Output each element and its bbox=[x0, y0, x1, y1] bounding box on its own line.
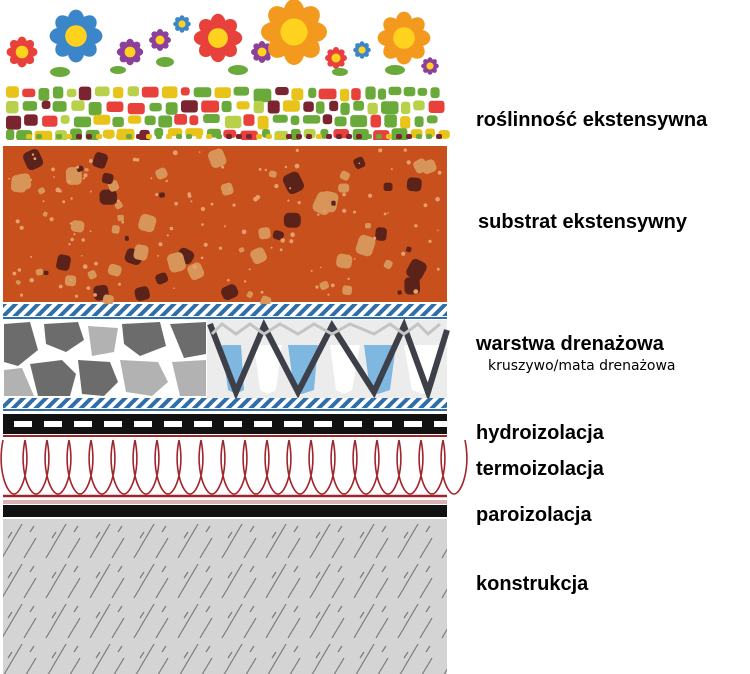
insulation-layer bbox=[0, 438, 468, 498]
membrane-dashes bbox=[14, 421, 452, 427]
flower bbox=[149, 28, 171, 52]
flower bbox=[49, 9, 103, 63]
flower bbox=[353, 41, 371, 59]
vapour-barrier-layer bbox=[3, 500, 447, 517]
flower bbox=[421, 57, 439, 75]
label-vapour-barrier: paroizolacja bbox=[476, 504, 592, 526]
flower bbox=[193, 13, 243, 63]
flower bbox=[6, 36, 38, 68]
gravel-stones bbox=[3, 86, 450, 145]
flower bbox=[173, 15, 191, 33]
drainage-mat bbox=[207, 318, 450, 402]
insulation-loops bbox=[0, 439, 468, 495]
label-waterproofing: hydroizolacja bbox=[476, 422, 604, 444]
structure-layer bbox=[3, 519, 447, 674]
label-drainage: warstwa drenażowa bbox=[476, 333, 664, 355]
drainage-gravel bbox=[3, 320, 207, 398]
leaves bbox=[50, 57, 405, 77]
vegetation-layer bbox=[3, 0, 450, 145]
flower bbox=[116, 38, 144, 66]
substrate-layer bbox=[3, 146, 447, 308]
drainage-layer bbox=[3, 304, 450, 411]
substrate-stones bbox=[8, 148, 442, 308]
flower bbox=[261, 0, 327, 65]
label-structure: konstrukcja bbox=[476, 573, 589, 595]
label-vegetation: roślinność ekstensywna bbox=[476, 109, 708, 131]
flower bbox=[325, 47, 347, 69]
label-insulation: termoizolacja bbox=[476, 458, 604, 480]
flowers bbox=[6, 0, 439, 75]
label-substrate: substrat ekstensywny bbox=[478, 211, 687, 233]
flower bbox=[377, 11, 431, 65]
sublabel-drainage: kruszywo/mata drenażowa bbox=[488, 358, 676, 374]
waterproofing-layer bbox=[3, 414, 452, 437]
